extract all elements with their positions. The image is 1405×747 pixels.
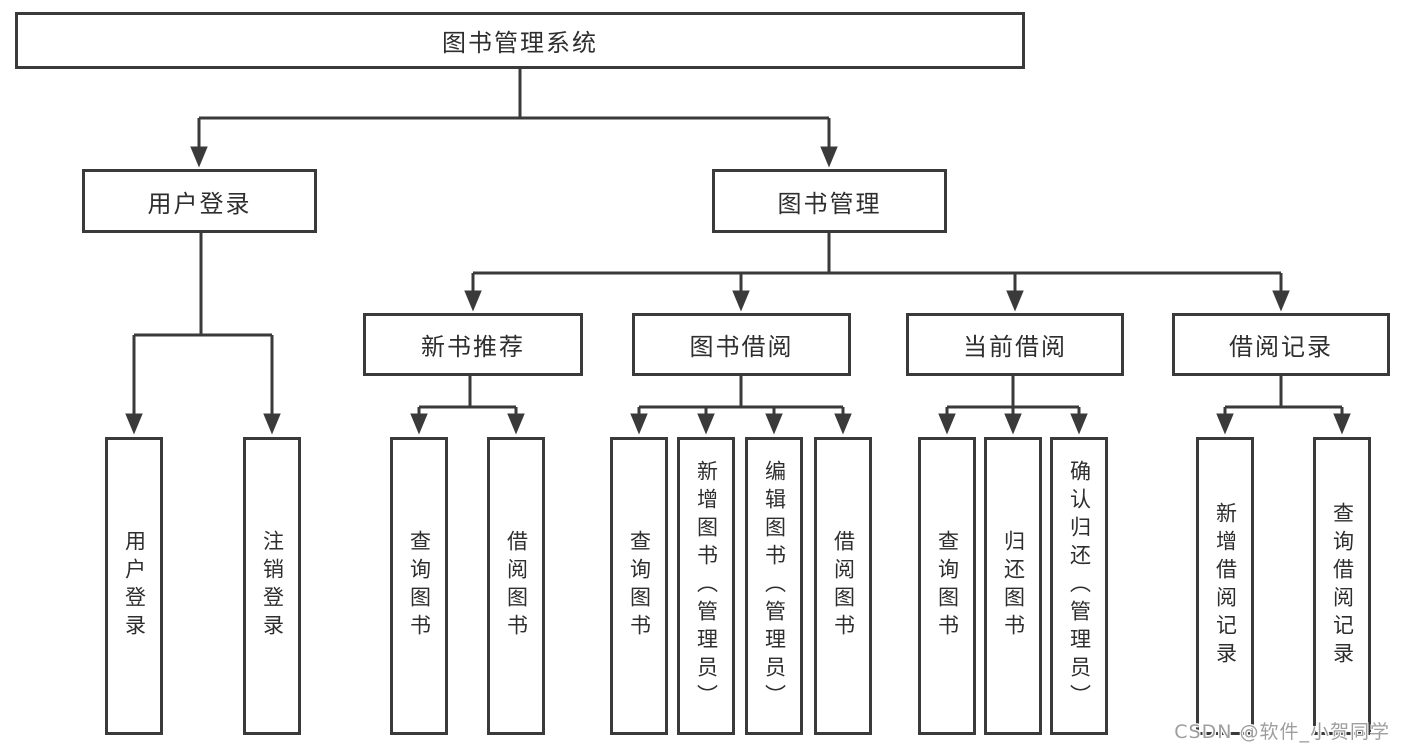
leaf-query-books-recommend: 查询图书 <box>390 437 448 735</box>
node-new-book-recommend: 新书推荐 <box>363 313 583 376</box>
node-book-management: 图书管理 <box>712 169 947 233</box>
leaf-borrow-books: 借阅图书 <box>814 437 872 735</box>
leaf-add-books-admin: 新增图书（管理员） <box>677 437 735 735</box>
leaf-query-books-borrowing: 查询图书 <box>610 437 668 735</box>
leaf-add-borrow-record: 新增借阅记录 <box>1196 437 1254 735</box>
leaf-return-books: 归还图书 <box>984 437 1042 735</box>
node-book-borrowing: 图书借阅 <box>632 313 851 376</box>
leaf-query-books-current: 查询图书 <box>918 437 976 735</box>
leaf-edit-books-admin: 编辑图书（管理员） <box>745 437 803 735</box>
leaf-user-login: 用户登录 <box>105 437 163 735</box>
node-user-login: 用户登录 <box>82 169 317 233</box>
node-library-system: 图书管理系统 <box>15 12 1025 69</box>
leaf-borrow-books-recommend: 借阅图书 <box>487 437 545 735</box>
leaf-confirm-return-admin: 确认归还（管理员） <box>1050 437 1108 735</box>
node-current-borrowing: 当前借阅 <box>906 313 1124 376</box>
csdn-watermark: CSDN @软件_小贺同学 <box>1174 721 1390 743</box>
node-borrowing-records: 借阅记录 <box>1172 313 1390 376</box>
leaf-logout: 注销登录 <box>243 437 301 735</box>
leaf-query-borrow-record: 查询借阅记录 <box>1313 437 1371 735</box>
